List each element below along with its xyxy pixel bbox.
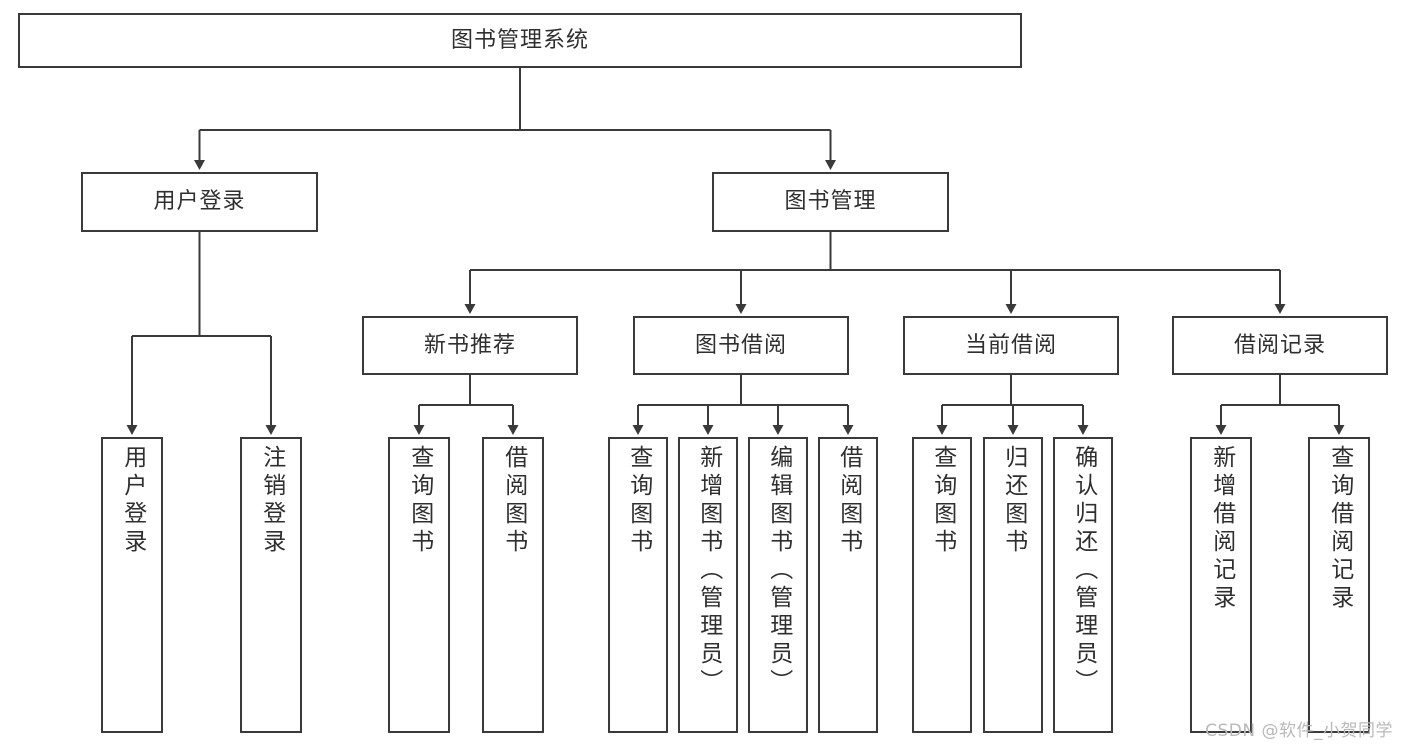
node-label: 确认归还（管理员） — [1070, 445, 1097, 697]
node-label: 图书管理系统 — [450, 27, 589, 53]
node-label: 用户登录 — [153, 189, 246, 215]
node-label: 查询借阅记录 — [1326, 445, 1353, 613]
node-current-borrow[interactable]: 当前借阅 — [903, 316, 1119, 375]
node-leaf-edit-book[interactable]: 编辑图书（管理员） — [748, 437, 808, 733]
node-book-borrow[interactable]: 图书借阅 — [633, 316, 849, 375]
node-label: 新书推荐 — [423, 332, 516, 358]
node-label: 新增借阅记录 — [1208, 445, 1235, 613]
node-label: 当前借阅 — [964, 332, 1057, 358]
node-label: 归还图书 — [1000, 445, 1027, 557]
node-label: 借阅图书 — [835, 445, 862, 557]
node-leaf-query-book-1[interactable]: 查询图书 — [388, 437, 450, 733]
node-book-manage[interactable]: 图书管理 — [712, 172, 949, 232]
node-leaf-borrow-book-1[interactable]: 借阅图书 — [482, 437, 544, 733]
watermark-text: CSDN @软件_小贺同学 — [1205, 721, 1393, 741]
node-leaf-query-book-3[interactable]: 查询图书 — [912, 437, 972, 733]
node-label: 借阅图书 — [500, 445, 527, 557]
node-label: 编辑图书（管理员） — [765, 445, 792, 697]
node-leaf-return-book[interactable]: 归还图书 — [983, 437, 1043, 733]
node-label: 图书管理 — [784, 189, 877, 215]
node-leaf-add-record[interactable]: 新增借阅记录 — [1190, 437, 1252, 733]
node-leaf-query-record[interactable]: 查询借阅记录 — [1308, 437, 1370, 733]
node-label: 新增图书（管理员） — [695, 445, 722, 697]
node-label: 查询图书 — [406, 445, 433, 557]
node-label: 注销登录 — [258, 445, 285, 557]
node-label: 借阅记录 — [1233, 332, 1326, 358]
node-label: 查询图书 — [929, 445, 956, 557]
node-leaf-user-login[interactable]: 用户登录 — [101, 437, 163, 733]
node-leaf-confirm-return[interactable]: 确认归还（管理员） — [1053, 437, 1113, 733]
node-new-book-rec[interactable]: 新书推荐 — [362, 316, 578, 375]
node-leaf-add-book[interactable]: 新增图书（管理员） — [678, 437, 738, 733]
node-leaf-user-logout[interactable]: 注销登录 — [240, 437, 302, 733]
node-leaf-query-book-2[interactable]: 查询图书 — [608, 437, 668, 733]
node-label: 用户登录 — [119, 445, 146, 557]
node-borrow-record[interactable]: 借阅记录 — [1172, 316, 1388, 375]
node-user-login[interactable]: 用户登录 — [81, 172, 318, 232]
node-root[interactable]: 图书管理系统 — [18, 13, 1022, 68]
node-label: 图书借阅 — [694, 332, 787, 358]
node-label: 查询图书 — [625, 445, 652, 557]
node-leaf-borrow-book-2[interactable]: 借阅图书 — [818, 437, 878, 733]
